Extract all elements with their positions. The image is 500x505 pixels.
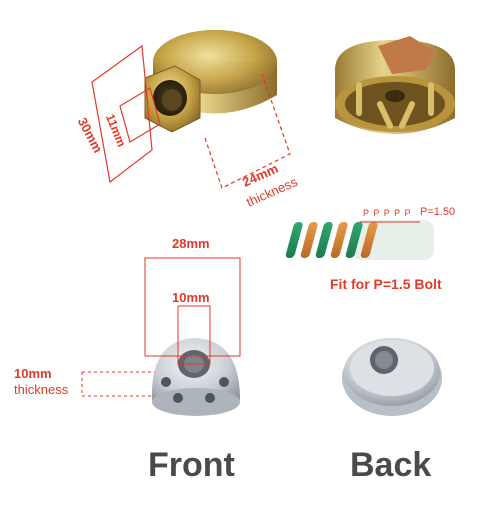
front-dome-nut [151,338,240,416]
thickness-word-bottom: thickness [14,382,69,397]
back-caption: Back [350,446,432,484]
pitch-mark: P [373,208,381,218]
front-nut-dimension-lines [81,257,241,397]
pitch-mark: P [404,208,412,218]
fit-for-bolt-label: Fit for P=1.5 Bolt [330,276,442,292]
pitch-marks: P P P P P [363,208,411,218]
thickness-value-10mm: 10mm [14,366,52,381]
pitch-label: P=1.50 [420,206,456,218]
thread-pitch-illustration [285,220,434,260]
pitch-mark: P [394,208,401,218]
top-right-nut [335,36,455,134]
pitch-mark: P [383,208,391,218]
top-left-dimension-lines [91,44,291,189]
diameter-label-28mm: 28mm [172,236,210,251]
pitch-mark: P [363,208,370,218]
back-flat-nut [342,338,442,416]
thread-ridges [285,222,378,258]
front-caption: Front [148,446,235,484]
hole-label-10mm: 10mm [172,290,210,305]
top-left-nut [144,30,277,133]
